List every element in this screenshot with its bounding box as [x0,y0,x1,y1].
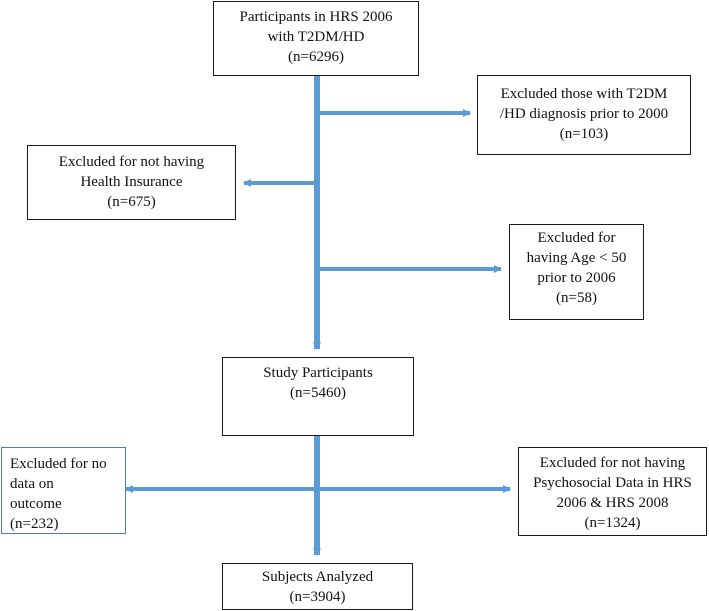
excluded-prior-2000-box: Excluded those with T2DM /HD diagnosis p… [477,75,691,155]
excluded-no-outcome-line-3: outcome [10,496,62,512]
excluded-psychosocial-box: Excluded for not having Psychosocial Dat… [518,447,707,536]
excluded-psychosocial-line-4: (n=1324) [584,515,641,531]
excluded-age-box: Excluded for having Age < 50 prior to 20… [509,224,644,320]
excluded-psychosocial-line-1: Excluded for not having [539,455,686,471]
study-participants-line-2: (n=5460) [290,385,346,401]
excluded-health-insurance-box: Excluded for not having Health Insurance… [27,145,236,220]
excluded-age-line-1: Excluded for [537,230,616,246]
subjects-analyzed-line-1: Subjects Analyzed [261,569,374,585]
subjects-analyzed-box: Subjects Analyzed (n=3904) [222,563,413,610]
excluded-psychosocial-line-3: 2006 & HRS 2008 [556,495,669,511]
excluded-no-outcome-line-2: data on [10,476,54,492]
excluded-prior-2000-line-1: Excluded those with T2DM [500,86,668,102]
excluded-no-outcome-line-1: Excluded for no [10,456,107,472]
excluded-age-line-3: prior to 2006 [537,270,616,286]
excluded-prior-2000-line-2: /HD diagnosis prior to 2000 [499,106,669,122]
excluded-psychosocial-line-2: Psychosocial Data in HRS [533,475,692,491]
participants-hrs-line-1: Participants in HRS 2006 [239,9,393,25]
excluded-prior-2000-line-3: (n=103) [559,126,609,142]
excluded-no-outcome-box: Excluded for no data on outcome (n=232) [1,447,126,534]
excluded-health-insurance-line-1: Excluded for not having [58,154,205,170]
participants-hrs-box: Participants in HRS 2006 with T2DM/HD (n… [213,1,419,76]
study-participants-box: Study Participants (n=5460) [222,357,414,436]
study-participants-line-1: Study Participants [263,365,373,381]
excluded-health-insurance-line-2: Health Insurance [80,174,183,190]
excluded-age-line-4: (n=58) [556,290,597,306]
subjects-analyzed-line-2: (n=3904) [289,589,346,605]
participants-hrs-line-3: (n=6296) [288,49,344,65]
excluded-no-outcome-line-4: (n=232) [10,516,59,532]
excluded-age-line-2: having Age < 50 [526,250,627,266]
participants-hrs-line-2: with T2DM/HD [267,29,365,45]
excluded-health-insurance-line-3: (n=675) [107,194,156,210]
